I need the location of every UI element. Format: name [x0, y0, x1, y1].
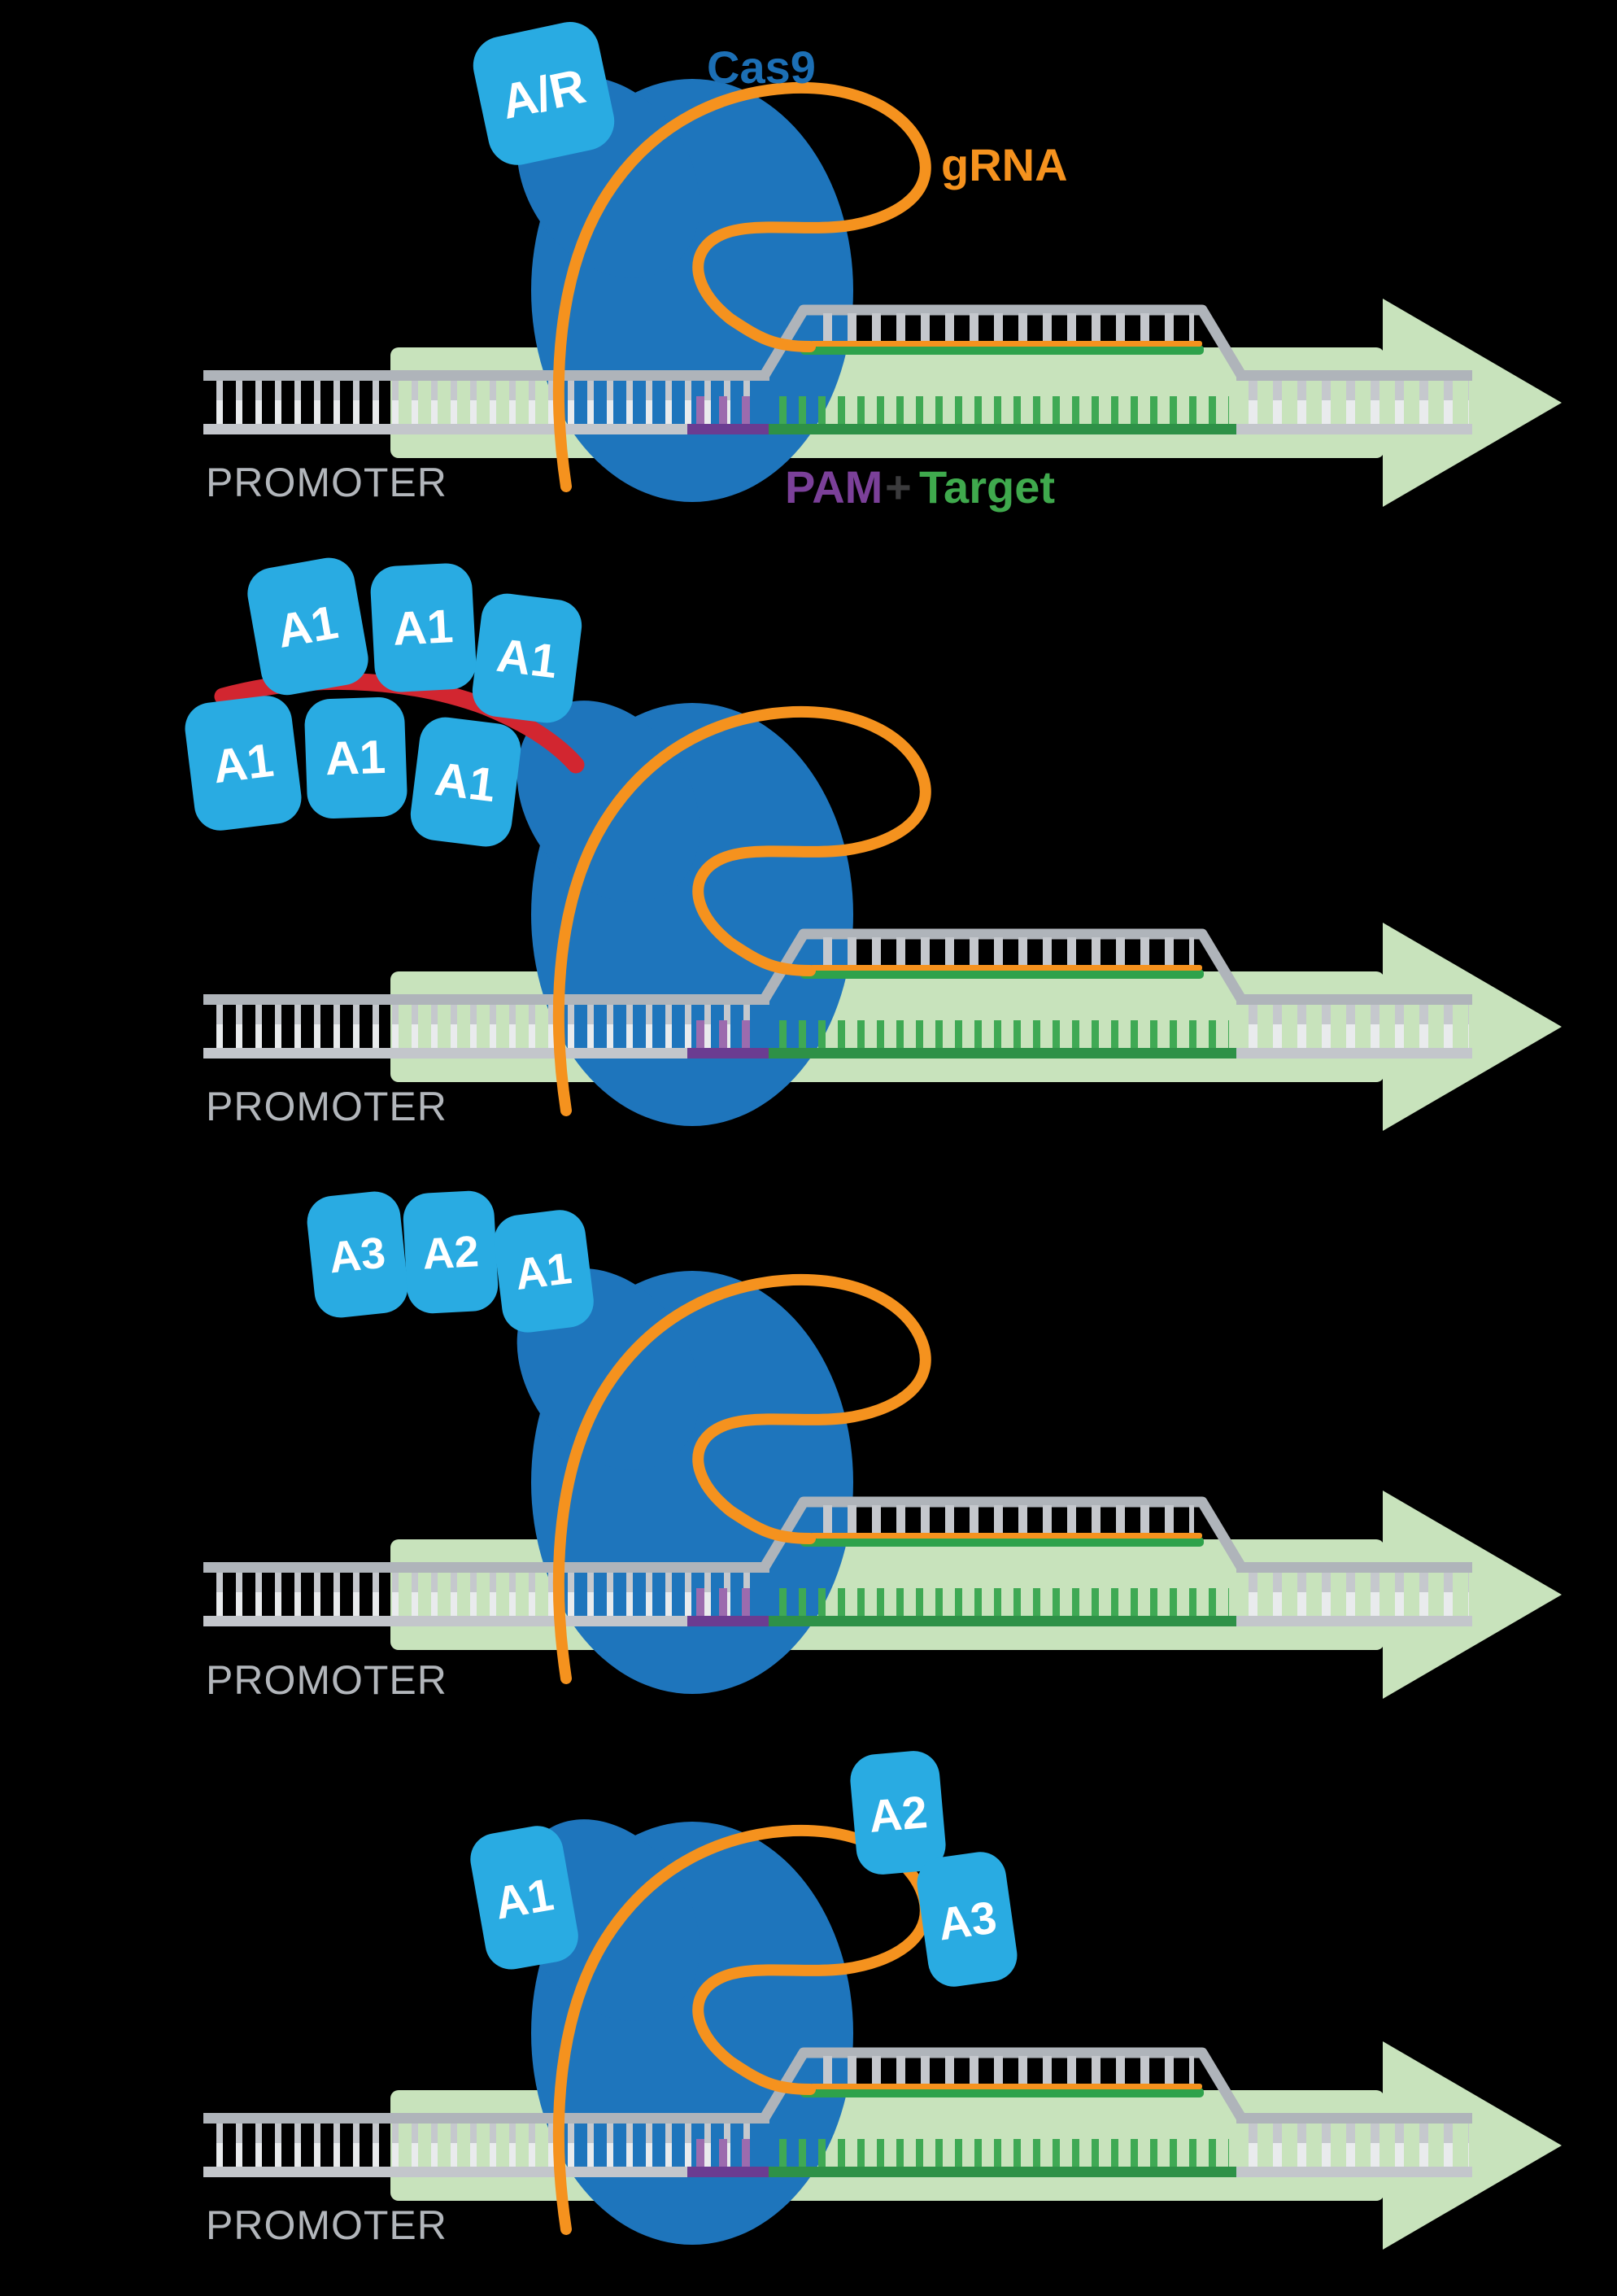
cas9-label: Cas9 — [707, 41, 816, 93]
tag-box — [370, 563, 477, 692]
panel-direct-fusion: A/R Cas9 gRNA PROMOTER PAM + Target — [203, 22, 1562, 513]
tag-label: A1 — [432, 753, 499, 813]
tag-label: A1 — [210, 734, 277, 794]
tag-label: A1 — [512, 1244, 574, 1299]
effector-tag-a3: A3 — [307, 1191, 408, 1318]
tag-label: A3 — [935, 1891, 1000, 1949]
tag-label: A1 — [273, 596, 342, 658]
promoter-label: PROMOTER — [206, 460, 447, 505]
tag-label: A1 — [494, 629, 560, 689]
tag-box — [403, 1190, 499, 1314]
tag-label: A1 — [491, 1868, 557, 1928]
promoter-label: PROMOTER — [206, 2202, 447, 2248]
promoter-label: PROMOTER — [206, 1084, 447, 1129]
effector-tag-a2: A2 — [850, 1751, 946, 1875]
pam-label: PAM — [785, 461, 883, 513]
tag-box — [473, 22, 615, 165]
effector-tag-a3: A3 — [917, 1852, 1018, 1987]
tag-box — [247, 557, 368, 696]
promoter-label: PROMOTER — [206, 1657, 447, 1703]
plus-label: + — [885, 461, 912, 513]
panel-aptamer: A1 A2 A3 PROMOTER — [203, 1751, 1562, 2250]
tag-label: A1 — [391, 600, 454, 656]
effector-tag-a1: A1 — [185, 696, 302, 831]
tag-label: A2 — [867, 1786, 930, 1842]
tag-box — [472, 593, 582, 723]
tag-box — [307, 1191, 408, 1318]
tag-label: A3 — [327, 1229, 388, 1283]
tag-box — [850, 1751, 946, 1875]
effector-tag-a1: A1 — [494, 1210, 594, 1333]
tag-box — [494, 1210, 594, 1333]
tag-label: A1 — [325, 731, 386, 786]
tag-box — [470, 1826, 578, 1970]
effector-tag-a2: A2 — [403, 1190, 499, 1314]
effector-tag-ar: A/R — [473, 22, 615, 165]
effector-tag-a1: A1 — [410, 717, 521, 847]
effector-tag-a1: A1 — [470, 1826, 578, 1970]
effector-tag-a1: A1 — [370, 563, 477, 692]
tag-label: A2 — [421, 1227, 480, 1279]
effector-tag-a1: A1 — [247, 557, 368, 696]
tag-box — [410, 717, 521, 847]
tag-box — [304, 696, 408, 818]
grna-label: gRNA — [941, 139, 1068, 190]
panel-suntag: A1 A1 A1 A1 A1 A1 PROMOTER — [185, 557, 1562, 1131]
tag-box — [185, 696, 302, 831]
panel-tandem-fusion: A3 A2 A1 PROMOTER — [203, 1190, 1562, 1703]
tag-box — [917, 1852, 1018, 1987]
effector-tag-a1: A1 — [472, 593, 582, 723]
target-label: Target — [919, 461, 1055, 513]
effector-tag-a1: A1 — [304, 696, 408, 818]
